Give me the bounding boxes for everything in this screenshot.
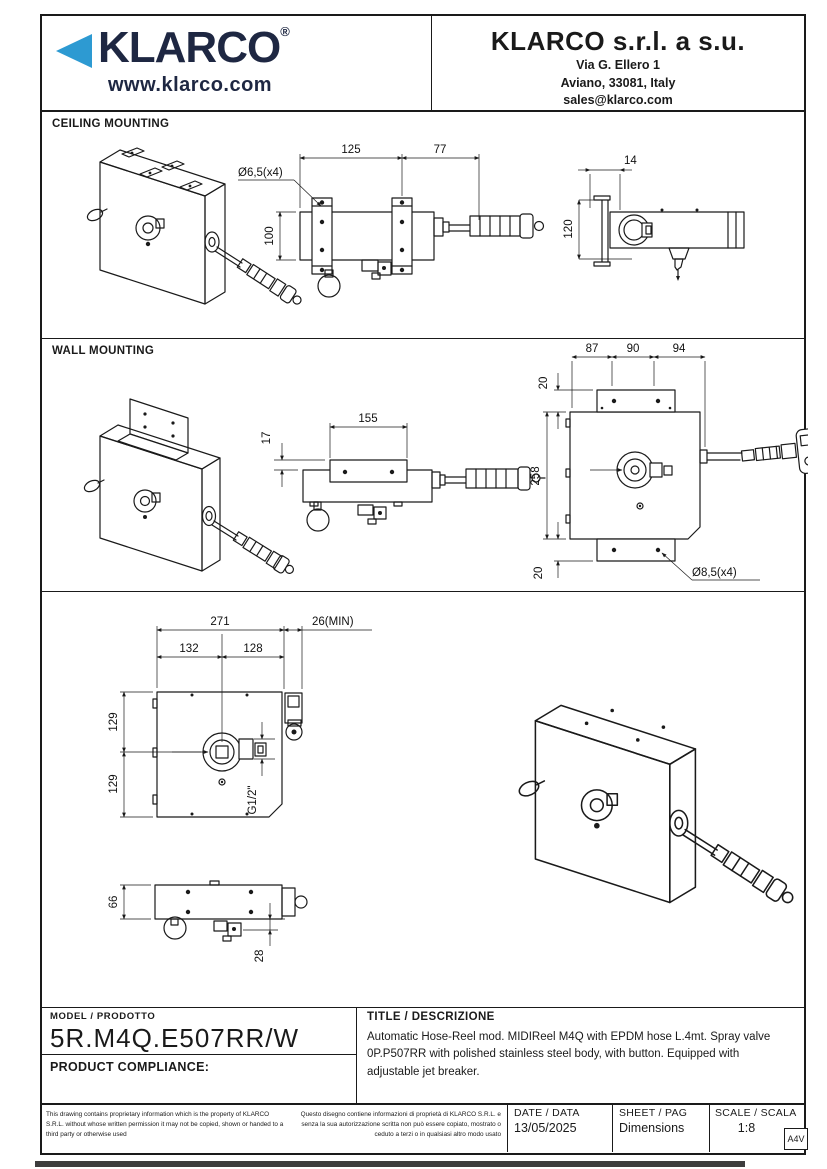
- dim-thread-g12: G1/2": [247, 785, 259, 814]
- ceiling-side-view: [299, 197, 545, 298]
- dim-28: 28: [254, 950, 266, 963]
- dim-14: 14: [624, 155, 637, 167]
- dim-90: 90: [627, 343, 640, 355]
- paper-format-badge: A4V: [784, 1128, 808, 1150]
- title-block-right: TITLE / DESCRIZIONE Automatic Hose-Reel …: [357, 1008, 804, 1103]
- overall-bottom-view: [154, 880, 308, 942]
- general-drawing: 271 26(MIN) 132 128 129 129 G1: [108, 616, 794, 963]
- product-compliance-label: PRODUCT COMPLIANCE:: [50, 1060, 210, 1074]
- product-description: Automatic Hose-Reel mod. MIDIReel M4Q wi…: [367, 1031, 771, 1078]
- brand-name: KLARCO: [98, 23, 281, 72]
- ceiling-drawing: 125 77 Ø6,5(x4) 100: [86, 144, 745, 305]
- dim-271: 271: [210, 616, 229, 628]
- logo-row: KLARCO ®: [56, 23, 431, 72]
- company-address-line1: Via G. Ellero 1: [576, 58, 660, 72]
- dim-20-bottom: 20: [533, 567, 545, 580]
- website-url: www.klarco.com: [108, 74, 273, 96]
- dim-258: 258: [530, 466, 542, 485]
- dim-94: 94: [673, 343, 686, 355]
- title-block: MODEL / PRODOTTO 5R.M4Q.E507RR/W PRODUCT…: [42, 1007, 804, 1103]
- wall-drawing: 155 17: [83, 343, 808, 581]
- title-block-left: MODEL / PRODOTTO 5R.M4Q.E507RR/W PRODUCT…: [42, 1008, 357, 1103]
- dim-20-top: 20: [538, 377, 550, 390]
- drawing-frame: KLARCO ® www.klarco.com KLARCO s.r.l. a …: [40, 14, 808, 1155]
- section-general-dimensions: 271 26(MIN) 132 128 129 129 G1: [42, 592, 804, 1007]
- company-address-line2: Aviano, 33081, Italy: [560, 75, 676, 90]
- scale-value: 1:8: [737, 1121, 756, 1135]
- dim-132: 132: [179, 643, 198, 655]
- legal-text-italian: Questo disegno contiene informazioni di …: [300, 1111, 501, 1138]
- section-wall-mounting: WALL MOUNTING: [42, 339, 808, 592]
- header: KLARCO ® www.klarco.com KLARCO s.r.l. a …: [42, 16, 804, 112]
- dim-hole-65: Ø6,5(x4): [238, 167, 283, 179]
- sheet-label: SHEET / PAG: [619, 1107, 688, 1119]
- ceiling-iso-view: [86, 147, 302, 305]
- dim-129-top: 129: [108, 712, 120, 731]
- dim-128: 128: [243, 643, 262, 655]
- logo-block: KLARCO ® www.klarco.com: [42, 16, 432, 110]
- overall-front-dimensions: 271 26(MIN) 132 128 129 129 G1: [108, 616, 372, 818]
- model-label: MODEL / PRODOTTO: [50, 1011, 156, 1022]
- overall-bottom-dimensions: 66 28: [108, 884, 285, 963]
- dim-66: 66: [108, 896, 120, 909]
- wall-front-dimensions: 87 90 94 20 258 20 Ø8,5(x4): [530, 343, 760, 581]
- footer: This drawing contains proprietary inform…: [42, 1103, 804, 1152]
- company-email: sales@klarco.com: [563, 93, 673, 107]
- company-name: KLARCO s.r.l. a s.u.: [490, 26, 746, 56]
- overall-iso-view: [518, 704, 794, 904]
- dim-17: 17: [261, 432, 273, 445]
- logo-triangle-icon: [56, 34, 92, 68]
- wall-side-view: [302, 459, 546, 532]
- model-value: 5R.M4Q.E507RR/W: [50, 1023, 300, 1053]
- dim-77: 77: [434, 144, 447, 156]
- dim-100: 100: [264, 226, 276, 245]
- company-block: KLARCO s.r.l. a s.u. Via G. Ellero 1 Avi…: [432, 16, 804, 110]
- ceiling-end-view: [593, 195, 745, 281]
- scale-label: SCALE / SCALA: [715, 1107, 797, 1119]
- registered-mark-icon: ®: [280, 24, 290, 39]
- sheet-cell: SHEET / PAG Dimensions: [612, 1105, 709, 1152]
- dim-26min: 26(MIN): [312, 616, 354, 628]
- dim-125: 125: [341, 144, 360, 156]
- ceiling-side-dimensions: 125 77 Ø6,5(x4) 100: [238, 144, 480, 261]
- model-cell: MODEL / PRODOTTO 5R.M4Q.E507RR/W: [42, 1008, 356, 1055]
- wall-iso-view: [83, 398, 295, 574]
- sheet-value: Dimensions: [619, 1121, 685, 1135]
- dim-120: 120: [563, 219, 575, 238]
- date-value: 13/05/2025: [514, 1121, 577, 1135]
- wall-front-view: [565, 389, 808, 562]
- dim-129-bottom: 129: [108, 774, 120, 793]
- legal-cell: This drawing contains proprietary inform…: [42, 1105, 507, 1152]
- date-cell: DATE / DATA 13/05/2025: [507, 1105, 612, 1152]
- dim-87: 87: [586, 343, 599, 355]
- scale-cell: SCALE / SCALA 1:8: [709, 1105, 804, 1152]
- wall-side-dimensions: 155 17: [261, 413, 408, 487]
- section-title-ceiling: CEILING MOUNTING: [52, 118, 170, 130]
- dim-155: 155: [358, 413, 377, 425]
- ceiling-end-dimensions: 14 120: [563, 155, 637, 260]
- dim-hole-85: Ø8,5(x4): [692, 567, 737, 579]
- legal-text-english: This drawing contains proprietary inform…: [46, 1111, 284, 1138]
- section-title-wall: WALL MOUNTING: [52, 345, 155, 357]
- section-ceiling-mounting: CEILING MOUNTING: [42, 112, 804, 339]
- title-label: TITLE / DESCRIZIONE: [367, 1011, 495, 1023]
- page-bottom-edge: [35, 1161, 745, 1167]
- overall-front-view: [152, 634, 303, 818]
- date-label: DATE / DATA: [514, 1107, 580, 1119]
